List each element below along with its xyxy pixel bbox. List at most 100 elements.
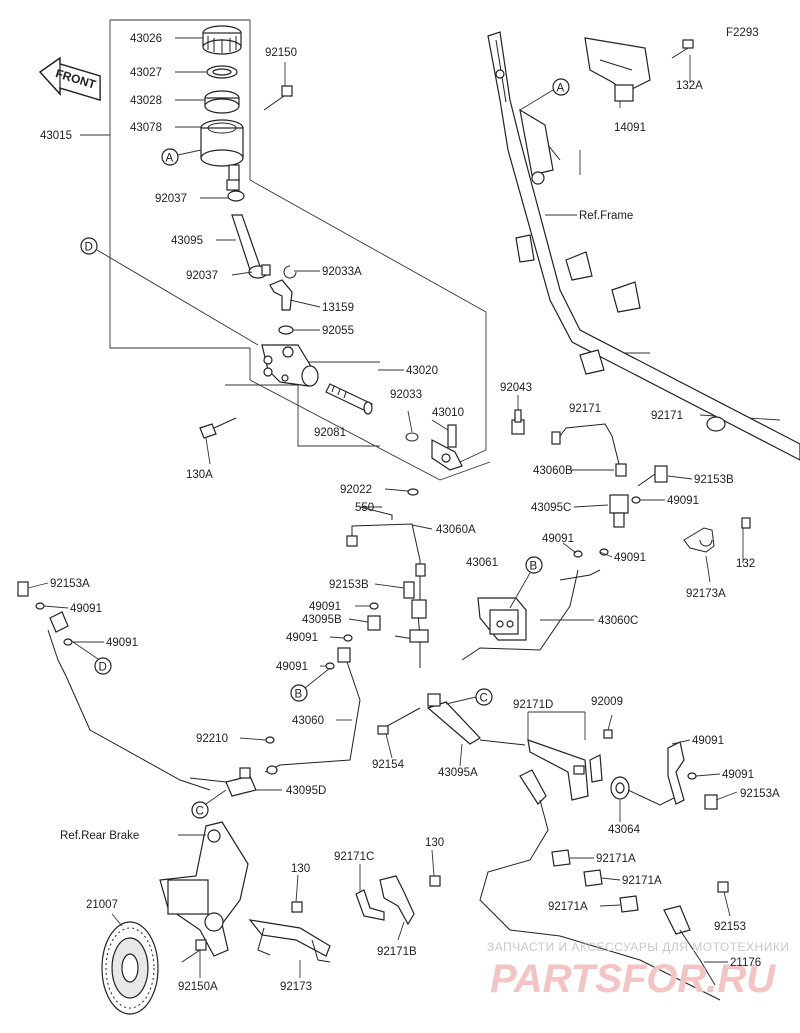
part-label: 43028 bbox=[130, 95, 162, 107]
part-label: 132 bbox=[736, 558, 755, 570]
part-label: 49091 bbox=[70, 603, 102, 615]
part-label: 92081 bbox=[314, 427, 346, 439]
ref-rear-brake-label: Ref.Rear Brake bbox=[60, 830, 139, 842]
part-label: 43095C bbox=[531, 502, 571, 514]
part-label: 49091 bbox=[309, 601, 341, 613]
bolt-92150 bbox=[263, 85, 293, 111]
part-label: 49091 bbox=[276, 661, 308, 673]
part-label: 49091 bbox=[692, 735, 724, 747]
part-label: 43095D bbox=[286, 785, 326, 797]
bolt-92153b-lower bbox=[403, 581, 415, 599]
bracket-43061 bbox=[477, 597, 527, 641]
washer bbox=[407, 488, 419, 496]
callout-c-1-label: C bbox=[480, 693, 488, 705]
grommet-43064 bbox=[610, 776, 630, 800]
diaphragm bbox=[204, 90, 240, 114]
part-label: 92033A bbox=[322, 266, 362, 278]
part-label: 92153A bbox=[740, 788, 780, 800]
part-label: 92009 bbox=[591, 696, 623, 708]
part-label: 49091 bbox=[667, 495, 699, 507]
callout-a-2: A bbox=[519, 78, 570, 111]
caliper-bracket bbox=[159, 821, 249, 957]
part-label: 43061 bbox=[466, 557, 498, 569]
part-label: 92150A bbox=[178, 981, 218, 993]
diaphragm-plate bbox=[206, 65, 238, 79]
reservoir-tank bbox=[200, 119, 244, 191]
part-label: 43060C bbox=[598, 615, 638, 627]
part-label: 92153B bbox=[694, 474, 734, 486]
part-label: 130 bbox=[425, 837, 444, 849]
part-label: 43027 bbox=[130, 67, 162, 79]
part-label: 49091 bbox=[542, 533, 574, 545]
cotter-pin bbox=[359, 506, 393, 520]
rear-hose-right bbox=[627, 741, 718, 810]
hose-fitting bbox=[269, 279, 293, 311]
pin bbox=[511, 409, 525, 435]
bolt-132a bbox=[671, 39, 694, 59]
left-hose-assembly bbox=[17, 581, 211, 791]
callout-b-1: B bbox=[509, 556, 543, 609]
joint-43095b bbox=[343, 602, 381, 642]
brake-disc bbox=[101, 921, 159, 1015]
callout-a-1: A bbox=[161, 148, 202, 166]
callout-c-2: C bbox=[191, 789, 227, 819]
snap-ring bbox=[405, 432, 419, 442]
callout-b-1-label: B bbox=[530, 561, 538, 573]
ref-frame-label: Ref.Frame bbox=[579, 210, 633, 222]
clamp-92173 bbox=[248, 919, 331, 963]
part-label: 92171A bbox=[622, 875, 662, 887]
part-label: 43060 bbox=[292, 715, 324, 727]
callout-d-1: D bbox=[80, 237, 98, 255]
clamps-92171a bbox=[551, 849, 639, 913]
callout-d-1-label: D bbox=[85, 242, 93, 254]
part-label: 49091 bbox=[106, 637, 138, 649]
bolt-130-left bbox=[291, 901, 303, 913]
bracket-92171b bbox=[379, 875, 441, 926]
bracket-92171c bbox=[355, 889, 385, 921]
callout-b-2: B bbox=[290, 667, 331, 702]
part-label: 92043 bbox=[500, 382, 532, 394]
part-label: 92153A bbox=[50, 578, 90, 590]
part-label: 130 bbox=[291, 863, 310, 875]
label-leaders bbox=[27, 37, 744, 978]
brake-pipe-43060c bbox=[461, 569, 601, 661]
diagram-code: F2293 bbox=[726, 27, 759, 39]
part-label: 92154 bbox=[372, 759, 405, 771]
frame-rail bbox=[487, 31, 800, 461]
clamp-92171 bbox=[579, 349, 726, 432]
callout-b-2-label: B bbox=[295, 689, 303, 701]
part-label: 92171A bbox=[548, 901, 588, 913]
watermark-caption: ЗАПЧАСТИ И АКСЕССУАРЫ ДЛЯ МОТОТЕХНИКИ bbox=[487, 940, 789, 954]
callout-d-2-label: D bbox=[99, 662, 107, 674]
callout-a-1-label: A bbox=[166, 153, 174, 165]
part-label: 92171D bbox=[513, 699, 553, 711]
part-label: 43010 bbox=[432, 407, 464, 419]
part-label: 43064 bbox=[608, 824, 641, 836]
part-label: 92173A bbox=[686, 588, 726, 600]
part-label: 92153 bbox=[714, 921, 746, 933]
part-label: 21007 bbox=[86, 899, 118, 911]
part-label: 43095A bbox=[438, 767, 478, 779]
part-label: 92171A bbox=[596, 853, 636, 865]
o-ring bbox=[278, 325, 294, 335]
leader-lines bbox=[80, 19, 781, 740]
part-label: 92150 bbox=[265, 47, 297, 59]
part-label: 43078 bbox=[130, 122, 162, 134]
part-label: 92171B bbox=[377, 946, 417, 958]
hose-clamp-lower bbox=[248, 264, 271, 279]
front-arrow-icon: FRONT bbox=[38, 56, 101, 102]
hose-clamp-upper bbox=[227, 190, 245, 202]
heat-guard bbox=[584, 37, 651, 102]
part-label: 92153B bbox=[329, 579, 369, 591]
hose-43095a bbox=[377, 693, 526, 746]
piston-assembly bbox=[325, 383, 373, 415]
part-label: 14091 bbox=[614, 122, 646, 134]
part-label: 550 bbox=[355, 502, 374, 514]
part-label: 92037 bbox=[155, 193, 187, 205]
part-label: 43060B bbox=[533, 465, 573, 477]
part-label: 13159 bbox=[322, 302, 354, 314]
circlip bbox=[283, 265, 297, 279]
watermark: ЗАПЧАСТИ И АКСЕССУАРЫ ДЛЯ МОТОТЕХНИКИ PA… bbox=[487, 940, 789, 1001]
part-label: 92171C bbox=[334, 851, 374, 863]
